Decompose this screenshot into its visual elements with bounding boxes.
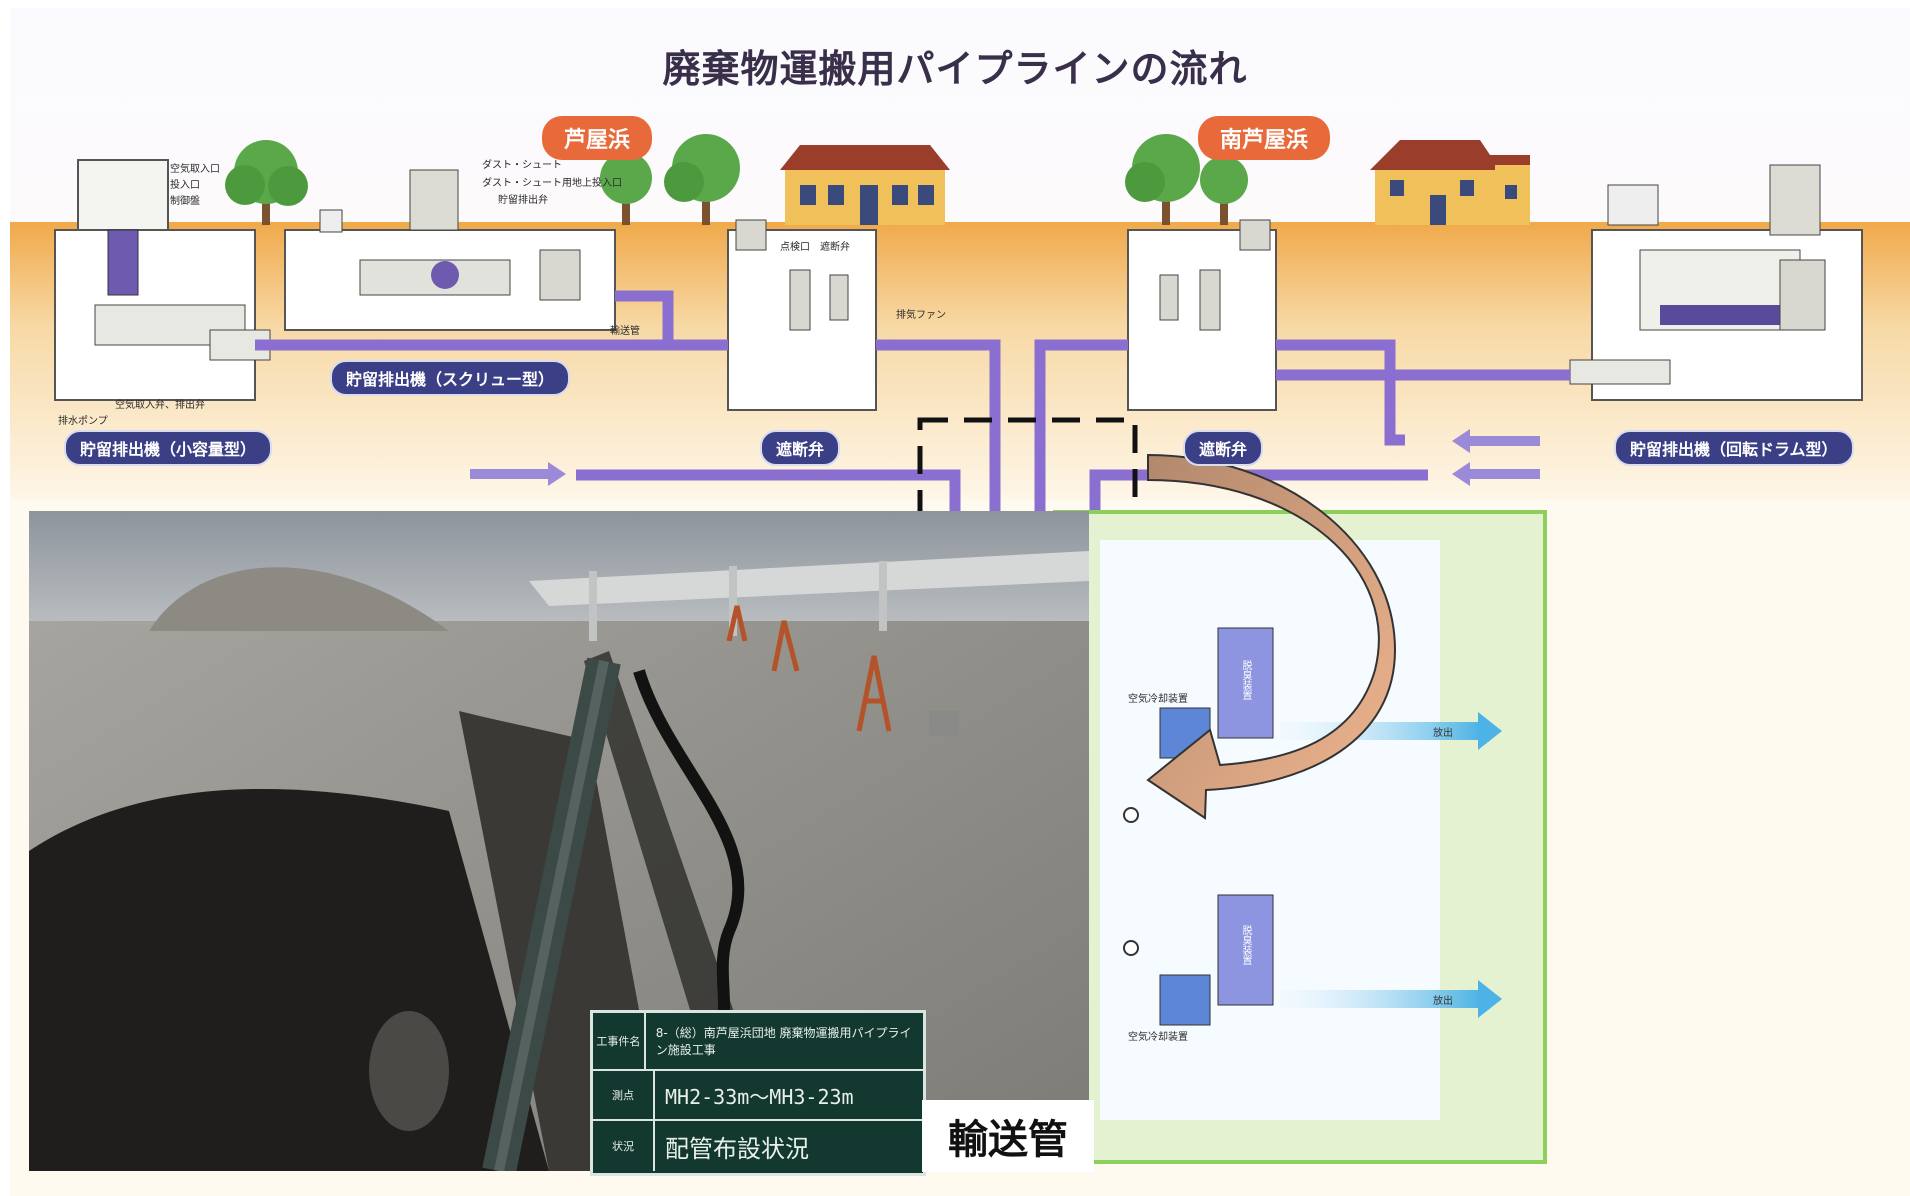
curved-flow-arrow	[1146, 453, 1397, 820]
annot-release-bottom: 放出	[1433, 996, 1453, 1007]
label-drum-type: 貯留排出機（回転ドラム型）	[1614, 430, 1854, 466]
tree-icon	[225, 140, 308, 225]
annot-inspection-port: 点検口	[780, 242, 810, 253]
sign-key-project: 工事件名	[593, 1013, 646, 1069]
annot-air-inlet-valve: 空気取入弁、排出弁	[115, 400, 205, 411]
construction-photo	[29, 511, 1089, 1171]
annot-storage-valve: 貯留排出弁	[498, 195, 548, 206]
annot-deodorizer-top: 脱臭装置	[1240, 660, 1251, 700]
annot-shutoff-valve: 遮断弁	[820, 242, 850, 253]
annot-deodorizer-bottom: 脱臭装置	[1240, 925, 1251, 965]
place-badge-ashiyahama: 芦屋浜	[542, 116, 653, 160]
tree-icon	[600, 152, 652, 225]
annot-control-panel: 制御盤	[170, 196, 200, 207]
sign-key-station: 測点	[593, 1071, 655, 1119]
annot-dust-chute: ダスト・シュート	[482, 160, 562, 171]
house-icon	[1370, 140, 1530, 225]
label-small-type: 貯留排出機（小容量型）	[64, 430, 273, 466]
house-icon	[780, 145, 950, 225]
sign-value-project: 8-（総）南芦屋浜団地 廃棄物運搬用パイプライン施設工事	[655, 1026, 912, 1057]
flow-arrow-icon	[470, 429, 1540, 486]
storage-machine-screw	[284, 169, 616, 331]
label-screw-type: 貯留排出機（スクリュー型）	[330, 360, 571, 396]
shutoff-chamber-right	[1127, 219, 1277, 411]
annot-air-intake: 空気取入口	[170, 164, 220, 175]
label-shutoff-right: 遮断弁	[1183, 430, 1264, 466]
construction-sign-board: 工事件名 8-（総）南芦屋浜団地 廃棄物運搬用パイプライン施設工事 測点 MH2…	[590, 1010, 926, 1176]
photo-caption: 輸送管	[922, 1100, 1094, 1172]
deodorization-area	[1053, 510, 1547, 1164]
sign-key-status: 状況	[593, 1121, 655, 1171]
sign-value-status: 配管布設状況	[665, 1134, 809, 1163]
annot-transport-pipe: 輸送管	[610, 326, 640, 337]
annot-exhaust-fan: 排気ファン	[896, 310, 946, 321]
diagram-title: 廃棄物運搬用パイプラインの流れ	[662, 47, 1248, 91]
annot-air-cooler: 空気冷却装置	[1128, 1032, 1188, 1043]
annot-release-top: 放出	[1433, 728, 1453, 739]
tree-icon	[1200, 156, 1248, 225]
storage-machine-drum	[1569, 164, 1863, 401]
place-badge-minami-ashiyahama: 南芦屋浜	[1198, 116, 1331, 160]
annot-drain-pump: 排水ポンプ	[58, 416, 108, 427]
shutoff-chamber-left	[727, 219, 877, 411]
annot-input-port: 投入口	[170, 180, 200, 191]
annot-dust-chute-ground: ダスト・シュート用地上投入口	[482, 178, 622, 189]
tree-icon	[1125, 134, 1200, 225]
tree-icon	[664, 134, 740, 225]
label-shutoff-left: 遮断弁	[760, 430, 841, 466]
annot-air-cooler-top: 空気冷却装置	[1128, 694, 1188, 705]
sign-value-station: MH2-33m～MH3-23m	[665, 1084, 854, 1109]
construction-photo-illustration	[29, 511, 1089, 1171]
